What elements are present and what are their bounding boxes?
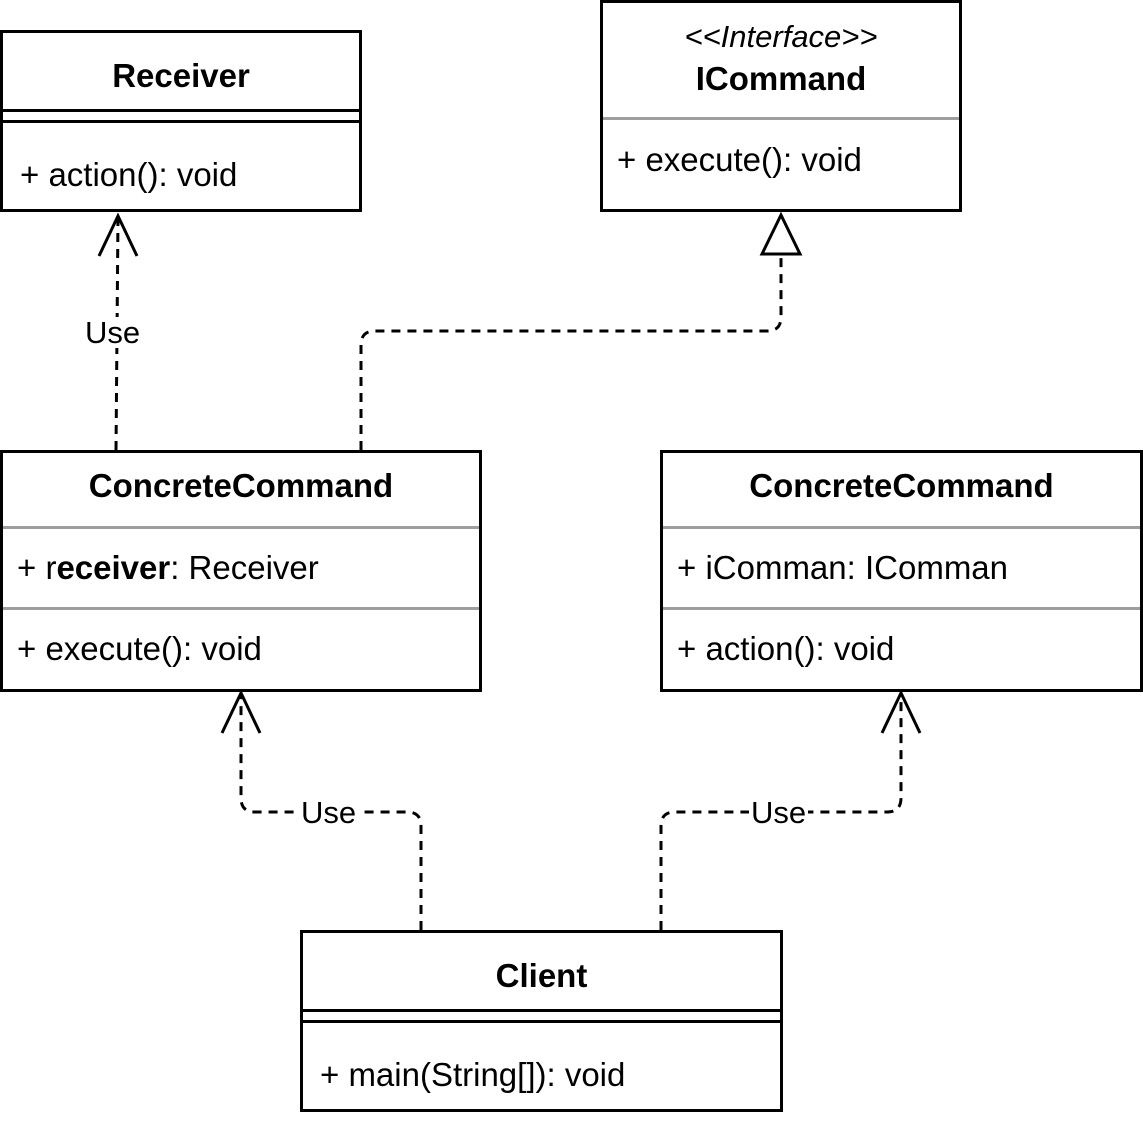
class-icommand[interactable]: <<Interface>> ICommand + execute(): void [600, 0, 962, 212]
class-client[interactable]: Client + main(String[]): void [300, 930, 783, 1112]
class-name: Receiver [112, 57, 250, 94]
compartment-separator [3, 607, 479, 610]
class-name: Client [495, 957, 588, 994]
open-arrow-head-right-command [880, 689, 922, 734]
stereotype: <<Interface>> [684, 19, 878, 54]
attribute: + iComman: IComman [677, 549, 1009, 586]
class-name: ICommand [695, 60, 867, 97]
class-name: ConcreteCommand [749, 467, 1054, 504]
class-concrete-command-right[interactable]: ConcreteCommand + iComman: IComman + act… [660, 450, 1143, 692]
open-arrow-head-left-command [220, 689, 262, 734]
class-name: ConcreteCommand [88, 467, 394, 504]
class-receiver[interactable]: Receiver + action(): void [0, 30, 362, 212]
attribute: + receiver: Receiver [17, 549, 319, 586]
method: + execute(): void [617, 141, 862, 178]
icommand-realization-line [359, 256, 783, 450]
method: + execute(): void [17, 630, 262, 667]
compartment-separator [3, 526, 479, 529]
edge-label-right-use: Use [749, 795, 809, 830]
method: + action(): void [677, 630, 895, 667]
compartment-separator [3, 109, 359, 123]
edge-label-receiver-use: Use [83, 315, 143, 350]
method: + action(): void [20, 156, 238, 193]
compartment-separator [303, 1009, 780, 1023]
hollow-triangle-head-icommand [759, 211, 803, 256]
compartment-separator [603, 117, 959, 120]
class-concrete-command-left[interactable]: ConcreteCommand + receiver: Receiver + e… [0, 450, 482, 692]
client-to-left-command-line [239, 694, 423, 930]
compartment-separator [663, 607, 1140, 610]
edge-label-left-use: Use [299, 795, 359, 830]
compartment-separator [663, 526, 1140, 529]
open-arrow-head-receiver [97, 212, 139, 257]
method: + main(String[]): void [320, 1056, 626, 1093]
